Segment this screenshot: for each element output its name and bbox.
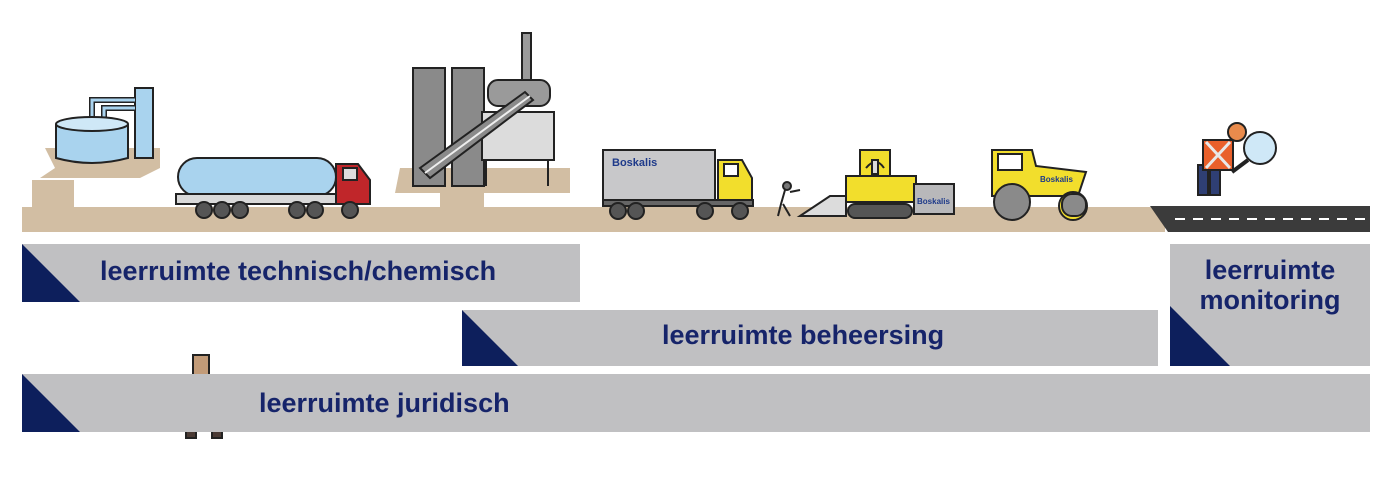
road-worker-icon [777,181,801,217]
band-juridisch-label: leerruimte juridisch [259,388,510,418]
band-monitoring: leerruimte monitoring [1170,244,1370,366]
band-corner-triangle [1170,306,1230,366]
road-roller-icon: Boskalis [991,149,1088,221]
band-corner-triangle [462,310,518,366]
dump-truck-icon: Boskalis [602,149,754,220]
tanker-truck-icon [175,157,371,219]
water-basin-icon [55,87,154,164]
band-beheersing-label: leerruimte beheersing [662,320,945,350]
band-technisch-label: leerruimte technisch/chemisch [100,256,497,286]
band-technisch: leerruimte technisch/chemisch [22,244,580,302]
asphalt-paver-icon: Boskalis [796,149,955,219]
band-beheersing: leerruimte beheersing [462,310,1158,366]
band-monitoring-label-line2: monitoring [1199,284,1341,315]
band-monitoring-label: leerruimte monitoring [1170,255,1370,315]
band-corner-triangle [22,374,80,432]
roller-brand-label: Boskalis [1040,175,1073,184]
band-corner-triangle [22,244,80,302]
truck-brand-label: Boskalis [612,157,657,169]
band-juridisch: leerruimte juridisch [22,374,1370,432]
paver-brand-label: Boskalis [917,197,950,206]
asphalt-plant-icon [412,32,555,187]
road-inspector-icon [1197,122,1277,196]
band-monitoring-label-line1: leerruimte [1204,255,1336,285]
